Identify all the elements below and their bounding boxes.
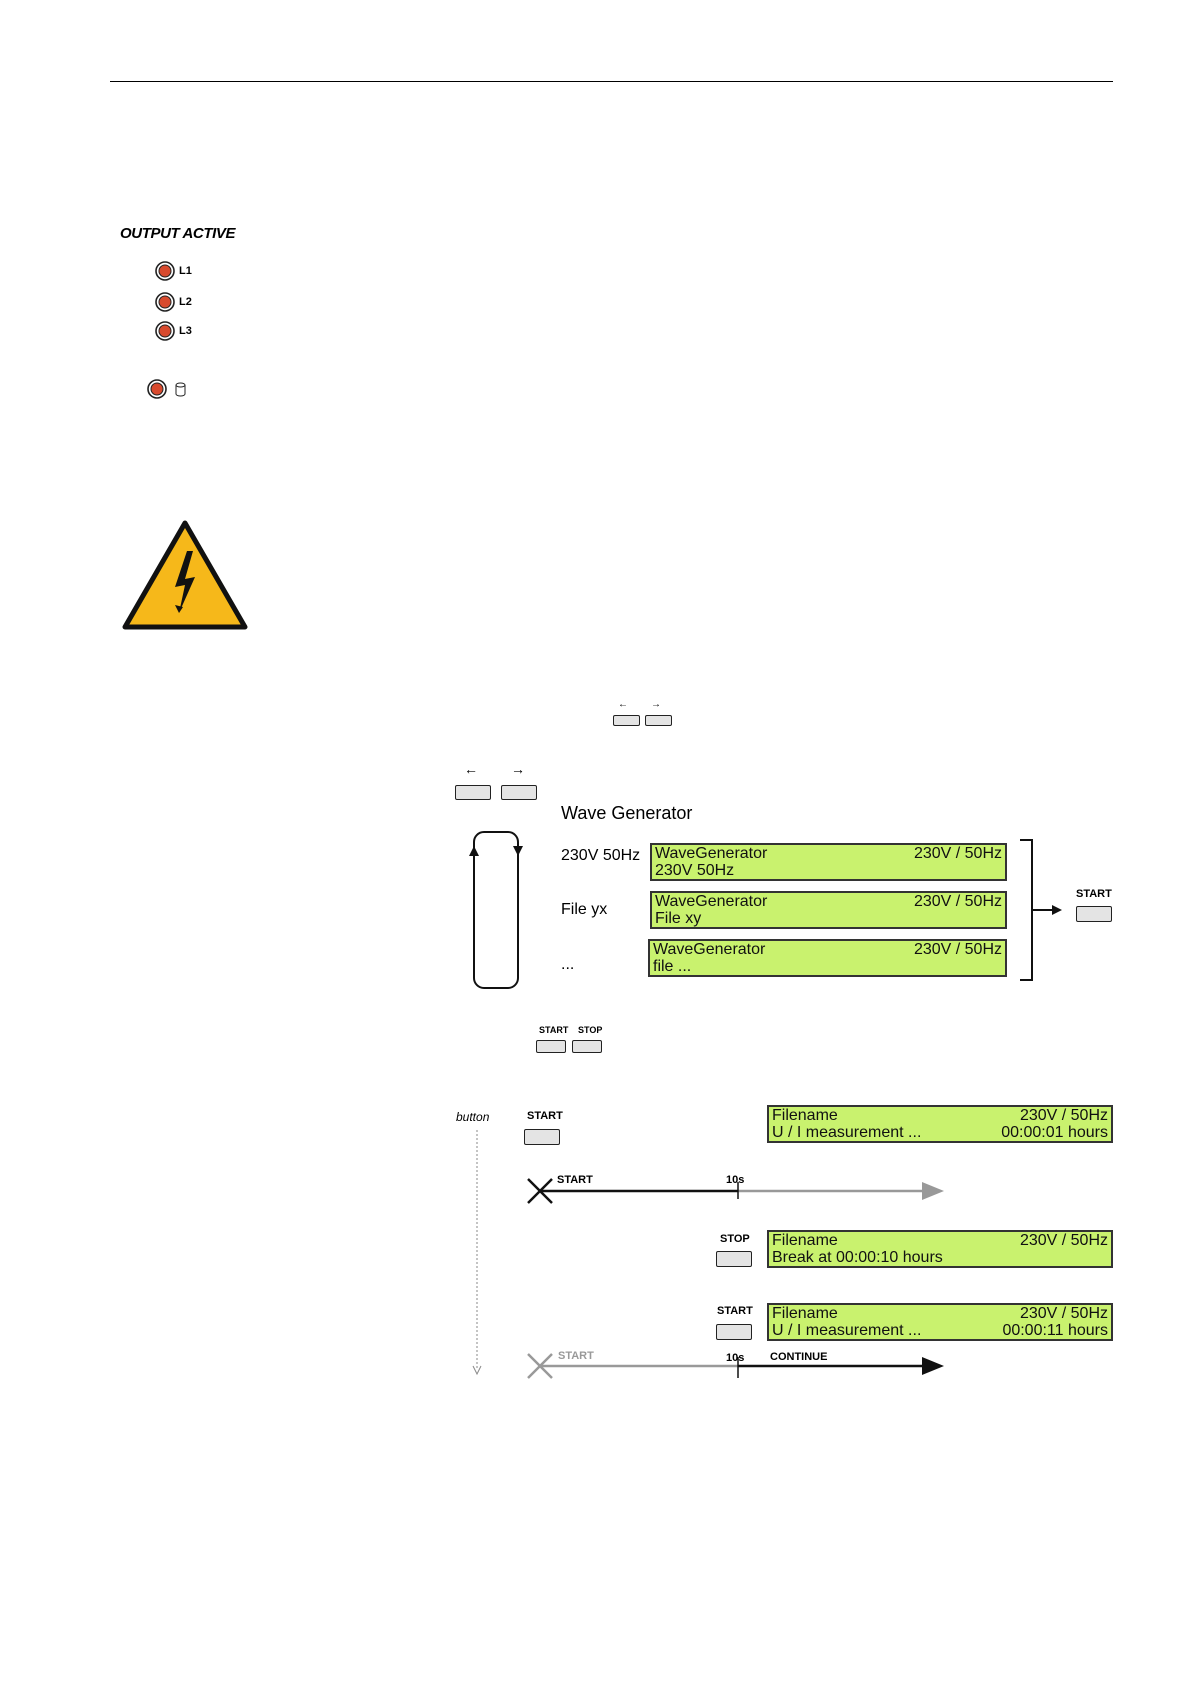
lcd-line1-left: WaveGenerator [655,893,768,910]
lcd-display: WaveGenerator 230V / 50Hz file ... [648,939,1007,977]
lcd-line1-left: Filename [772,1107,838,1124]
timeline-start-button[interactable] [524,1129,560,1145]
lcd-line1-right: 230V / 50Hz [1019,1232,1108,1249]
lcd-line2-left: U / I measurement ... [772,1124,922,1141]
wg-start-label: START [1076,888,1112,900]
lcd-line2-right: 00:00:01 hours [1001,1124,1108,1141]
lcd-display: Filename 230V / 50Hz U / I measurement ..… [767,1105,1113,1143]
line1-tick-label: 10s [726,1174,745,1186]
menu-item-label: File yx [561,901,608,918]
led-l1-label: L1 [179,265,192,277]
line2-continue-label: CONTINUE [770,1351,828,1363]
small-right-button[interactable] [645,715,672,726]
wave-generator-title: Wave Generator [561,803,693,823]
start-label: START [539,1025,569,1035]
lcd-line1-right: 230V / 50Hz [1019,1107,1108,1124]
line2-tick-label: 10s [726,1352,745,1364]
timeline-stop-label: STOP [720,1233,750,1245]
lcd-line2-right: 00:00:11 hours [1002,1322,1108,1339]
right-arrow-icon: → [511,761,525,777]
led-l1-icon [155,261,175,281]
lcd-line1-right: 230V / 50Hz [1019,1305,1108,1322]
wg-start-button[interactable] [1076,906,1112,922]
lcd-display: Filename 230V / 50Hz Break at 00:00:10 ho… [767,1230,1113,1268]
button-caption: button [456,1110,490,1124]
time-down-arrow-icon [472,1130,482,1376]
timeline-restart-button[interactable] [716,1324,752,1340]
right-button[interactable] [501,785,537,800]
led-l3-icon [155,321,175,341]
led-l2-label: L2 [179,296,192,308]
lcd-line2-left: Break at 00:00:10 hours [772,1249,943,1266]
selection-bracket-icon [1020,839,1062,981]
lcd-display: Filename 230V / 50Hz U / I measurement ..… [767,1303,1113,1341]
stop-button[interactable] [572,1040,602,1053]
menu-item-label: 230V 50Hz [561,847,641,864]
lcd-line2: File xy [655,910,702,927]
lcd-line2-left: U / I measurement ... [772,1322,922,1339]
lcd-line2: file ... [653,958,692,975]
timeline-start-label: START [527,1110,563,1122]
high-voltage-warning-icon [122,520,248,630]
led-extra-icon [147,379,167,399]
stop-label: STOP [578,1025,603,1035]
cycle-loop-icon [469,831,523,989]
timeline-stop-button[interactable] [716,1251,752,1267]
lcd-line1-left: Filename [772,1232,838,1249]
start-button[interactable] [536,1040,566,1053]
lcd-display: WaveGenerator 230V / 50Hz 230V 50Hz [650,843,1007,881]
lcd-line1-right: 230V / 50Hz [913,845,1002,862]
lcd-display: WaveGenerator 230V / 50Hz File xy [650,891,1007,929]
timeline-restart-label: START [717,1305,753,1317]
header-rule [110,81,1113,82]
line1-start-label: START [557,1174,593,1186]
timeline-line-2 [527,1353,944,1379]
cylinder-icon [175,382,186,397]
lcd-line1-left: WaveGenerator [655,845,768,862]
line2-start-label: START [558,1350,594,1362]
led-l3-label: L3 [179,325,192,337]
small-right-arrow-icon: → [651,699,661,710]
lcd-line1-right: 230V / 50Hz [913,941,1002,958]
menu-item-label: ... [561,956,575,973]
output-active-title: OUTPUT ACTIVE [120,225,236,242]
lcd-line2: 230V 50Hz [655,862,735,879]
lcd-line1-left: Filename [772,1305,838,1322]
led-l2-icon [155,292,175,312]
timeline-line-1 [527,1178,944,1204]
left-button[interactable] [455,785,491,800]
small-left-arrow-icon: ← [618,699,628,710]
lcd-line1-right: 230V / 50Hz [913,893,1002,910]
lcd-line1-left: WaveGenerator [653,941,766,958]
small-left-button[interactable] [613,715,640,726]
left-arrow-icon: ← [464,761,478,777]
